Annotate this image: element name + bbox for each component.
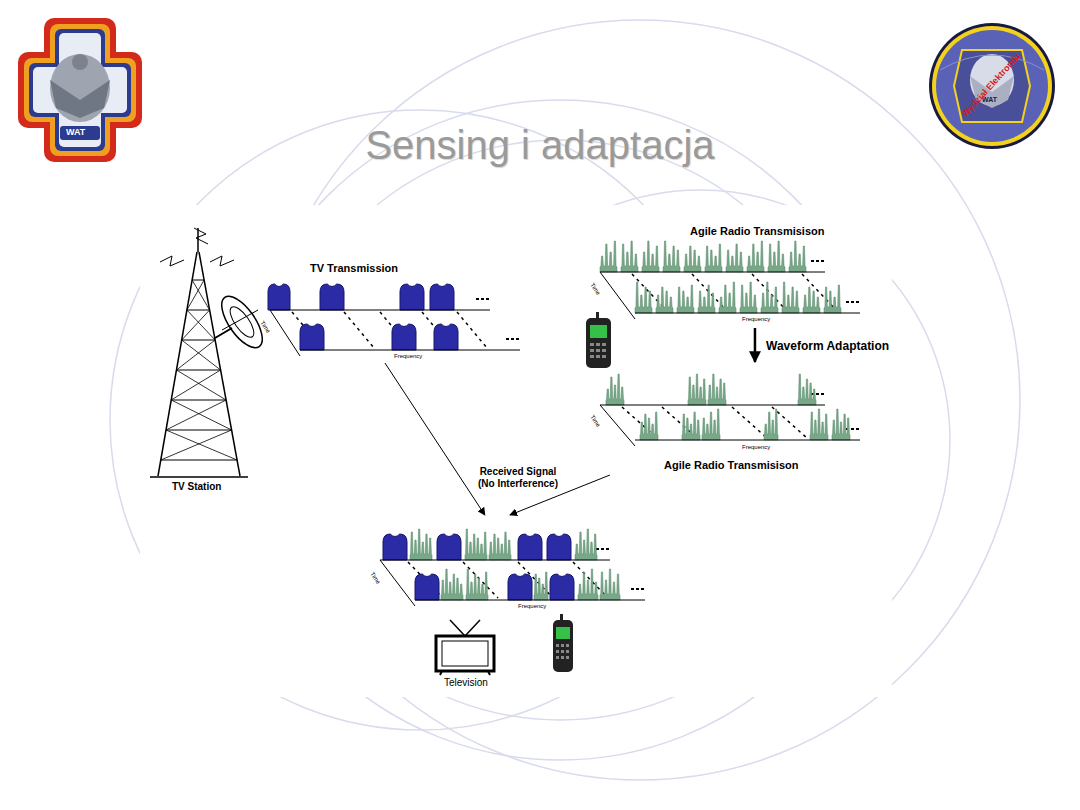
spectrum-plot: Agile Radio TransmisisonTimeFrequency (592, 222, 872, 328)
spectrum-graphic (592, 222, 872, 328)
spectrum-plot: TimeFrequency (368, 515, 653, 613)
television-icon (436, 620, 494, 675)
logo-text: WAT (66, 127, 85, 137)
spectrum-plot: TV TransmissionTimeFrequency (262, 258, 527, 363)
spectrum-graphic (368, 515, 653, 613)
mobile-phone-icon (553, 614, 573, 672)
plot-title: Agile Radio Transmisison (664, 459, 798, 471)
spectrum-graphic (592, 362, 872, 475)
axis-label: Frequency (742, 444, 770, 451)
tv-tower (150, 228, 270, 477)
diagram-panel (140, 205, 892, 697)
edge-label: Received Signal (No Interference) (470, 466, 566, 489)
faculty-logo-right (929, 23, 1055, 149)
spectrum-plot: TimeFrequencyAgile Radio Transmisison (592, 362, 872, 475)
wat-logo-left (18, 18, 142, 162)
axis-label: Time (369, 571, 382, 586)
axis-label: Frequency (518, 603, 546, 610)
plot-title: Agile Radio Transmisison (690, 225, 824, 237)
axis-label: Frequency (742, 316, 770, 323)
device-caption: Television (444, 677, 488, 689)
plot-title: TV Transmission (310, 262, 398, 274)
signal-arrow (385, 363, 485, 515)
mobile-phone-icon (586, 312, 611, 368)
station-caption: TV Station (172, 481, 221, 493)
axis-label: Frequency (394, 353, 422, 360)
edge-label: Waveform Adaptation (764, 340, 891, 354)
slide-title: Sensing i adaptacja (0, 122, 1080, 168)
signal-arrow (754, 328, 757, 362)
